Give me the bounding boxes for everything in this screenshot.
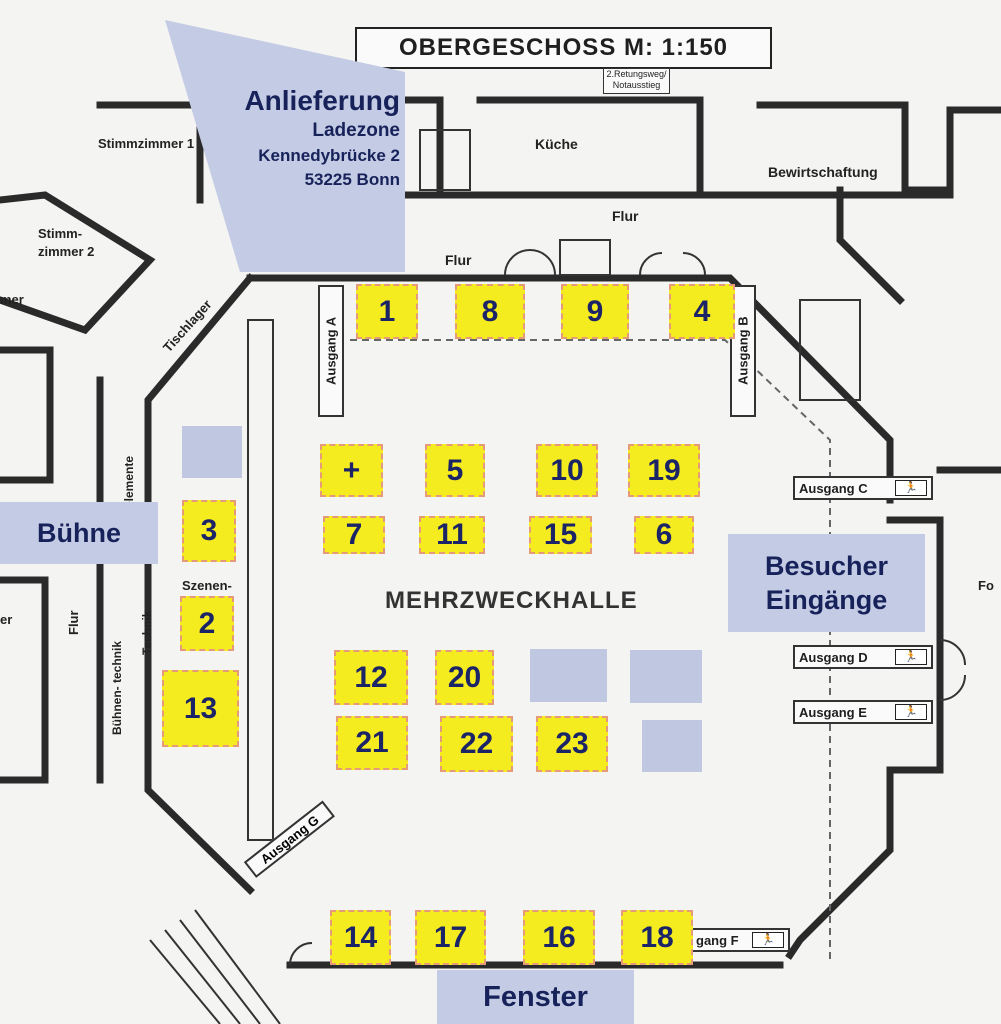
exit-f: gang F 🏃 [690,928,790,952]
ne-inner-wall [836,186,905,305]
exit-c: Ausgang C 🏃 [793,476,933,500]
running-man-icon: 🏃 [895,649,927,665]
anlieferung-title: Anlieferung [244,85,400,116]
hall-wall [246,274,894,504]
stair-hatching [149,129,861,1024]
escape-route-note: 2.Retungsweg/ Notausstieg [603,68,670,94]
room-flur-west: Flur [66,610,81,635]
exit-d: Ausgang D 🏃 [793,645,933,669]
room-flur-upper: Flur [612,208,639,224]
anlieferung-line-2: Kennedybrücke 2 [258,146,400,165]
stair-wall [401,96,444,199]
anlieferung-line-3: 53225 Bonn [304,170,400,189]
room-szenen: Szenen- [182,578,232,593]
booth-4[interactable]: 4 [669,284,735,339]
exit-d-label: Ausgang D [799,649,868,665]
empty-spot [630,650,702,703]
booth-1[interactable]: 1 [356,284,418,339]
room-er: er [0,612,13,627]
room-buehnentechnik: Bühnen- technik [110,640,124,735]
room-kueche: Küche [535,136,578,152]
booth-21[interactable]: 21 [336,716,408,770]
booth-17[interactable]: 17 [415,910,486,965]
besucher-line-2: Eingänge [765,585,888,615]
besucher-line-1: Besucher [764,551,889,581]
room-technik: Technik [140,610,154,655]
besucher-callout: Besucher Eingänge [728,534,925,632]
empty-spot [530,649,607,702]
exit-a: Ausgang A [318,285,344,417]
booth-5[interactable]: 5 [425,444,485,497]
service-wall [756,101,909,194]
stimmzimmer2-wall [0,191,156,335]
booth-2[interactable]: 2 [180,596,234,651]
empty-spot [642,720,702,772]
exit-f-label: gang F [696,932,739,948]
fenster-callout: Fenster [437,970,634,1024]
booth-plus[interactable]: + [320,444,383,497]
booth-14[interactable]: 14 [330,910,391,965]
room-stimmzimmer-2: Stimm- zimmer 2 [38,226,95,259]
booth-10[interactable]: 10 [536,444,598,497]
booth-19[interactable]: 19 [628,444,700,497]
booth-23[interactable]: 23 [536,716,608,772]
room-stimmzimmer-1: Stimmzimmer 1 [98,136,195,151]
exit-c-label: Ausgang C [799,480,868,496]
exit-e-label: Ausgang E [799,704,867,720]
running-man-icon: 🏃 [752,932,784,948]
room-mer: mer [0,292,24,307]
booth-11[interactable]: 11 [419,516,485,554]
booth-6[interactable]: 6 [634,516,694,554]
hall-wall-west [144,273,255,895]
kitchen-wall [476,96,704,199]
hall-wall-east-lower [785,766,894,960]
east-entrance-wall [886,516,944,774]
booth-15[interactable]: 15 [529,516,592,554]
west-room-wall [0,576,49,784]
exit-e: Ausgang E 🏃 [793,700,933,724]
booth-3[interactable]: 3 [182,500,236,562]
west-wc-wall [0,346,54,484]
room-elemente: elemente [122,455,136,508]
running-man-icon: 🏃 [895,480,927,496]
booth-13[interactable]: 13 [162,670,239,747]
anlieferung-callout: Anlieferung Ladezone Kennedybrücke 2 532… [208,84,400,192]
hall-label: MEHRZWECKHALLE [385,587,638,614]
room-flur-lower: Flur [445,252,472,268]
plan-title: OBERGESCHOSS M: 1:150 [355,27,772,69]
anlieferung-line-1: Ladezone [312,120,400,141]
room-fo: Fo [978,578,994,593]
booth-12[interactable]: 12 [334,650,408,705]
ne-wall [901,106,1001,194]
running-man-icon: 🏃 [895,704,927,720]
booth-7[interactable]: 7 [323,516,385,554]
empty-spot [182,426,242,478]
room-bewirtschaftung: Bewirtschaftung [768,164,878,180]
booth-8[interactable]: 8 [455,284,525,339]
booth-20[interactable]: 20 [435,650,494,705]
buehne-callout: Bühne [0,502,158,564]
booth-22[interactable]: 22 [440,716,513,772]
booth-18[interactable]: 18 [621,910,693,965]
booth-9[interactable]: 9 [561,284,629,339]
booth-16[interactable]: 16 [523,910,595,965]
